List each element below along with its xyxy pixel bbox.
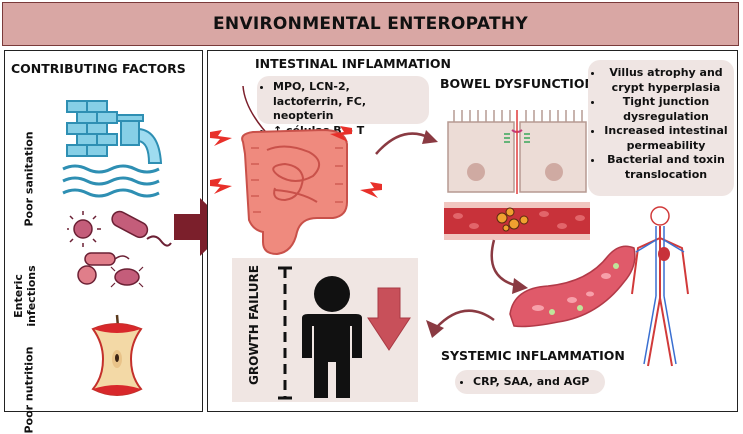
blood-vessel-illustration (444, 202, 590, 240)
epithelial-cells-illustration (447, 110, 587, 194)
bowel-bullet: Increased intestinal permeability (604, 124, 728, 153)
factor-label-enteric: Enteric infections (12, 265, 38, 327)
circulatory-system-illustration (631, 206, 689, 367)
microbes-icon (67, 210, 172, 288)
systemic-inflammation-heading: SYSTEMIC INFLAMMATION (441, 348, 625, 363)
bowel-bullet: Villus atrophy and crypt hyperplasia (604, 66, 728, 95)
growth-failure-box: GROWTH FAILURE (232, 258, 418, 402)
marker-bullet: MPO, LCN-2, lactoferrin, FC, neopterin (273, 80, 421, 124)
bowel-bullet: Bacterial and toxin translocation (604, 153, 728, 182)
bowel-bullet: Tight junction dysregulation (604, 95, 728, 124)
inflammation-spark-icon (210, 130, 232, 146)
intestine-illustration (241, 85, 348, 256)
factor-label-sanitation: Poor sanitation (22, 131, 36, 227)
apple-core-icon (91, 314, 143, 396)
curved-arrow-to-growth (426, 309, 495, 338)
contributing-factors-heading: CONTRIBUTING FACTORS (11, 61, 186, 76)
bowel-dysfunction-details: Villus atrophy and crypt hyperplasia Tig… (588, 60, 734, 196)
child-silhouette-icon (278, 266, 411, 400)
inflammation-spark-icon (330, 126, 352, 142)
systemic-bullet: CRP, SAA, and AGP (473, 375, 597, 390)
inflammation-spark-icon (210, 178, 232, 194)
title-bar: ENVIRONMENTAL ENTEROPATHY (2, 2, 739, 46)
vessel-segment-illustration (509, 245, 636, 328)
big-right-arrow (174, 198, 230, 256)
inflammation-spark-icon (360, 182, 382, 198)
systemic-inflammation-markers: CRP, SAA, and AGP (455, 370, 605, 394)
intestinal-inflammation-heading: INTESTINAL INFLAMMATION (255, 56, 451, 71)
bowel-dysfunction-heading: BOWEL DYSFUNCTION (440, 76, 595, 91)
page-title: ENVIRONMENTAL ENTEROPATHY (213, 14, 528, 34)
curved-arrow-to-systemic (490, 239, 528, 294)
contributing-factors-panel: CONTRIBUTING FACTORS Poor sanitation Ent… (4, 50, 203, 434)
growth-failure-label: GROWTH FAILURE (246, 265, 261, 385)
sanitation-pipe-icon (62, 100, 163, 198)
curved-arrow-to-bowel (375, 130, 438, 155)
